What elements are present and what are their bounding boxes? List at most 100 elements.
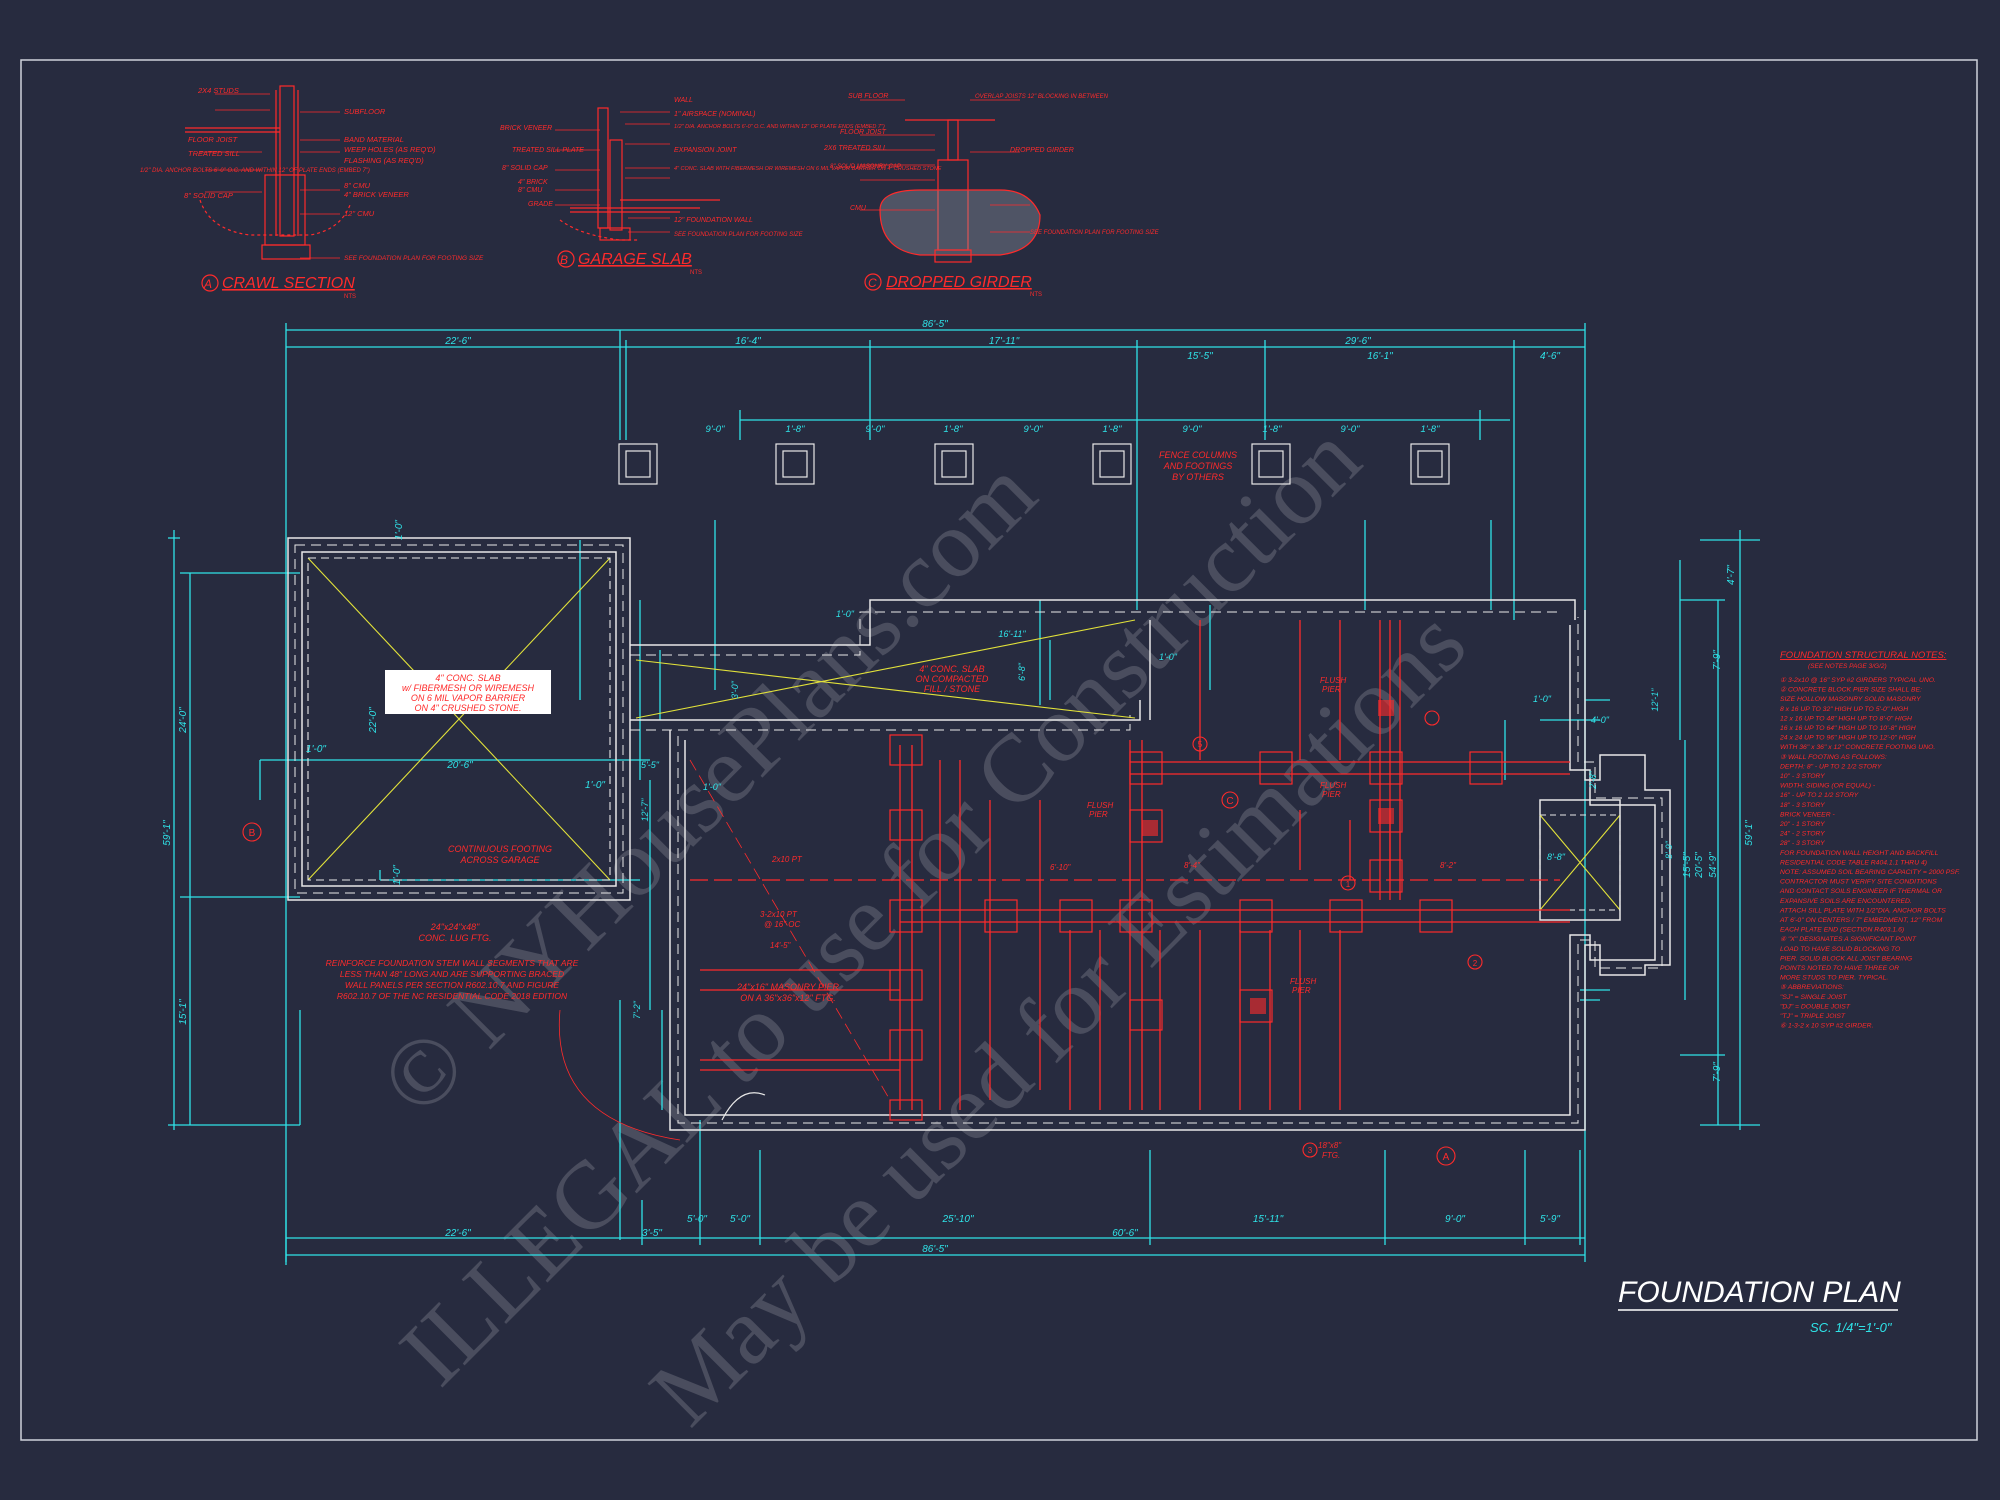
step-note: 18"x8" FTG. — [1318, 1141, 1342, 1160]
structural-note-line: ② CONCRETE BLOCK PIER SIZE SHALL BE: — [1780, 686, 1922, 694]
girder-label-1: 3-2x10 PT — [760, 910, 798, 919]
dim-right-5: 20'-5" — [1694, 852, 1705, 879]
masonry-pier-note: 24"x16" MASONRY PIER ON A 36"x36"x12" FT… — [736, 982, 839, 1003]
dim-garage-6: 1'-0" — [392, 865, 403, 885]
flush-pier-notes: FLUSH PIER FLUSH PIER FLUSH PIER FLUSH P… — [1087, 676, 1346, 995]
structural-note-line: ④ "X" DESIGNATES A SIGNIFICANT POINT — [1780, 935, 1917, 943]
dim-bot-6: 15'-11" — [1253, 1214, 1284, 1225]
structural-note-line: POINTS NOTED TO HAVE THREE OR — [1780, 965, 1899, 972]
top-dimension-text: 86'-5" 22'-6" 16'-4" 17'-11" 15'-5" 29'-… — [444, 319, 1560, 362]
section-b-label-2: 1" AIRSPACE (NOMINAL) — [674, 111, 755, 118]
section-b-label-1: WALL — [674, 97, 693, 104]
section-a-label-4: BAND MATERIAL — [344, 135, 404, 144]
section-c-label-3: FLOOR JOIST — [840, 129, 887, 136]
section-b-title: GARAGE SLAB — [578, 251, 692, 268]
girder-label-3: 2x10 PT — [771, 855, 803, 864]
flush-pier-note-1b: PIER — [1322, 685, 1341, 694]
structural-note-line: "SJ" = SINGLE JOIST — [1780, 994, 1847, 1001]
structural-notes-title: FOUNDATION STRUCTURAL NOTES: — [1780, 650, 1947, 661]
dim-misc-5: 6'-8" — [1017, 662, 1027, 681]
section-c-label-4: 2X6 TREATED SILL — [823, 145, 887, 152]
structural-note-line: CONTRACTOR MUST VERIFY SITE CONDITIONS — [1780, 879, 1937, 886]
fence-column-6 — [1410, 443, 1450, 485]
dim-top-4: 15'-5" — [1187, 351, 1213, 362]
dim-col-9: 9'-0" — [1341, 424, 1361, 435]
structural-note-line: FOR FOUNDATION WALL HEIGHT AND BACKFILL — [1780, 850, 1939, 857]
step-note-2: FTG. — [1322, 1151, 1340, 1160]
dim-misc-4: 16'-11" — [998, 629, 1026, 639]
structural-note-line: 10" - 3 STORY — [1780, 773, 1825, 780]
girder-label-2: @ 16" OC — [764, 920, 801, 929]
dim-left-3: 15'-1" — [178, 999, 189, 1025]
flush-pier-note-4a: FLUSH — [1290, 977, 1316, 986]
section-b-marker: B — [560, 253, 568, 267]
garage-slab-note-1: 4" CONC. SLAB — [435, 673, 500, 683]
dim-misc-6: 5'-5" — [641, 760, 660, 770]
dim-misc-9: 4'-0" — [1591, 715, 1610, 725]
section-b-label-13: SEE FOUNDATION PLAN FOR FOOTING SIZE — [674, 232, 804, 238]
flush-pier-note-3a: FLUSH — [1087, 801, 1113, 810]
structural-note-line: 18" - 3 STORY — [1780, 802, 1825, 809]
section-a-label-3: FLOOR JOIST — [188, 135, 239, 144]
dim-right-1: 54'-9" — [1708, 852, 1719, 878]
girder-label-5: 6'-10" — [1050, 863, 1072, 872]
foundation-walls — [287, 537, 1671, 1131]
structural-note-line: WITH 36" x 36" x 12" CONCRETE FOOTING UN… — [1780, 744, 1935, 751]
dim-misc-15: 7'-2" — [632, 1000, 642, 1019]
dim-misc-8: 3'-0" — [730, 680, 740, 699]
structural-note-line: DEPTH: 8" - UP TO 2 1/2 STORY — [1780, 763, 1882, 770]
dim-bot-5: 25'-10" — [941, 1214, 973, 1225]
structural-note-line: SIZE HOLLOW MASONRY SOLID MASONRY — [1780, 696, 1921, 703]
dim-left-1: 24'-0" — [178, 707, 189, 734]
garage-outer-wall — [287, 537, 631, 901]
flush-piers — [1142, 700, 1394, 1014]
section-a-label-11: 4" BRICK VENEER — [344, 190, 409, 199]
garage-slab-note-2: w/ FIBERMESH OR WIREMESH — [402, 683, 535, 693]
flush-pier-note-2b: PIER — [1322, 790, 1341, 799]
structural-note-line: 28" - 3 STORY — [1779, 840, 1825, 847]
garage-ftg-note-1: 24"x24"x48" — [430, 922, 480, 932]
dim-col-7: 9'-0" — [1183, 424, 1203, 435]
dim-col-2: 1'-8" — [786, 424, 806, 435]
flush-pier-note-4b: PIER — [1292, 986, 1311, 995]
section-a-scale: NTS — [344, 294, 356, 300]
fence-note-1: FENCE COLUMNS — [1159, 450, 1237, 460]
section-b-label-12: 12" FOUNDATION WALL — [674, 217, 753, 224]
structural-note-line: WIDTH: SIDING (OR EQUAL) - — [1780, 783, 1876, 790]
dim-top-2: 16'-4" — [735, 336, 761, 347]
dim-garage-5: 1'-0" — [585, 780, 605, 791]
section-a-label-13: SEE FOUNDATION PLAN FOR FOOTING SIZE — [344, 255, 484, 262]
dim-bot-7: 9'-0" — [1445, 1214, 1465, 1225]
section-a-marker: A — [203, 277, 212, 291]
fence-note: FENCE COLUMNS AND FOOTINGS BY OTHERS — [1159, 450, 1237, 482]
section-b-label-5: TREATED SILL PLATE — [512, 147, 584, 154]
structural-notes-lines: ① 3-2x10 @ 16" SYP #2 GIRDERS TYPICAL UN… — [1779, 676, 1960, 1030]
section-c-marker: C — [868, 276, 877, 290]
dim-garage-3: 1'-0" — [306, 744, 326, 755]
structural-notes-subtitle: (SEE NOTES PAGE 3/G/2) — [1808, 663, 1887, 670]
section-c-label-5: DROPPED GIRDER — [1010, 147, 1074, 154]
fence-note-2: AND FOOTINGS — [1163, 461, 1233, 471]
structural-note-line: NOTE: ASSUMED SOIL BEARING CAPACITY = 20… — [1780, 869, 1960, 876]
grid-marker-a: A — [1443, 1152, 1450, 1163]
dim-top-5: 29'-6" — [1344, 336, 1371, 347]
porch-slab-note-1: 4" CONC. SLAB — [919, 664, 984, 674]
section-a-label-1: 2X4 STUDS — [197, 86, 239, 95]
structural-note-line: 12 x 16 UP TO 48" HIGH UP TO 8'-0" HIGH — [1780, 715, 1912, 722]
section-b-label-7: 8" SOLID CAP — [502, 165, 548, 172]
section-b-label-11: GRADE — [528, 201, 553, 208]
section-b-scale: NTS — [690, 270, 702, 276]
section-a-label-8: 1/2" DIA. ANCHOR BOLTS 6'-0" O.C. AND WI… — [140, 168, 370, 174]
section-a-crawl — [185, 85, 351, 292]
garage-door-arc — [558, 1009, 681, 1141]
masonry-pier-note-2: ON A 36"x36"x12" FTG. — [740, 993, 835, 1003]
structural-note-line: ③ WALL FOOTING AS FOLLOWS: — [1780, 753, 1887, 761]
garage-slab-note-4: ON 4" CRUSHED STONE. — [414, 703, 521, 713]
dim-col-3: 9'-0" — [866, 424, 886, 435]
masonry-pier-note-1: 24"x16" MASONRY PIER — [736, 982, 839, 992]
porch-wall — [630, 599, 1576, 646]
structural-note-line: BRICK VENEER - — [1780, 811, 1836, 818]
dim-left-2: 59'-1" — [162, 820, 173, 846]
dim-misc-11: 12'-1" — [1650, 688, 1660, 712]
